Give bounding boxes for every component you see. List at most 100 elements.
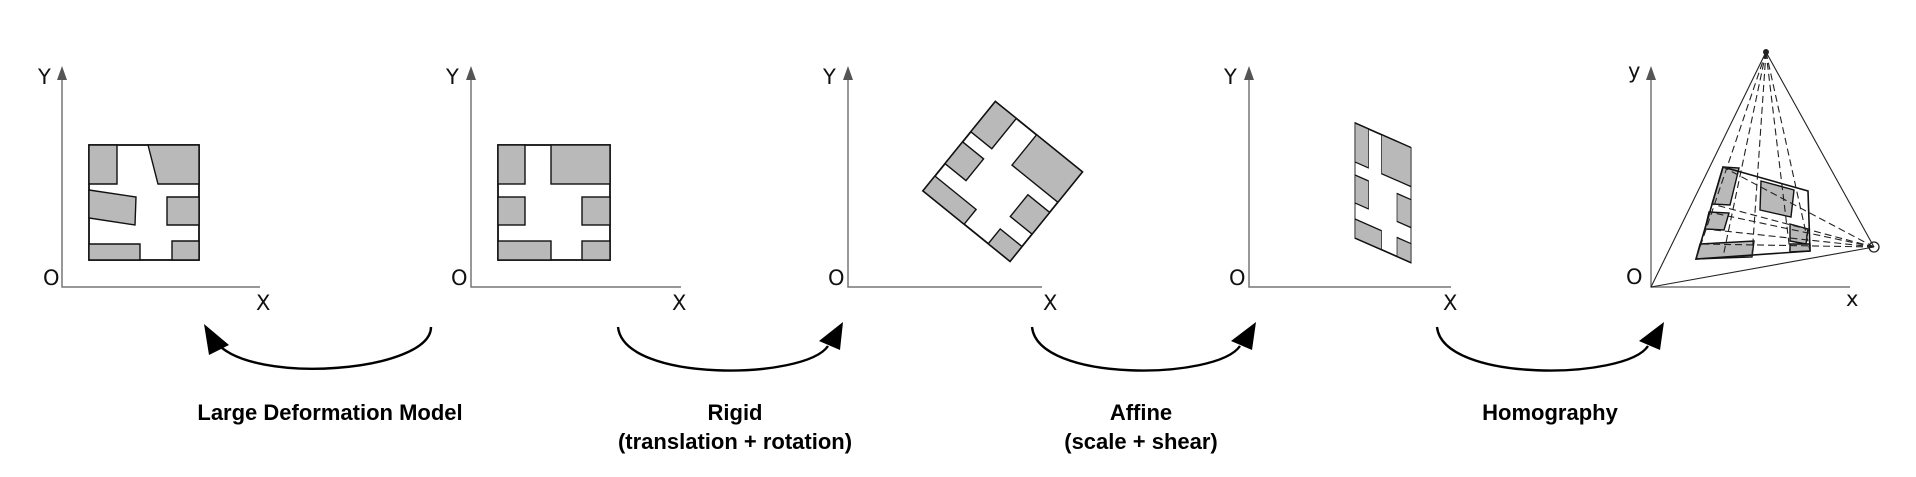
arrow-arc-4 [1435,326,1650,372]
block [147,144,200,185]
axis-lines [470,75,681,288]
block [1009,193,1051,236]
arrow-arc-3 [1030,326,1241,372]
perspective-grid [1650,49,1880,288]
origin-label: O [1626,265,1643,289]
block [921,175,978,226]
panel-homography: y x O [1626,49,1880,311]
y-arrowhead-icon [843,66,853,80]
block [1759,180,1795,218]
x-axis-label: X [1443,291,1457,315]
ray [1650,51,1767,288]
block [1011,133,1084,204]
block [497,240,552,261]
dashed-line [1722,51,1767,258]
block [1354,174,1369,210]
origin-label: O [451,266,468,290]
axes-5: y x O [1626,59,1858,311]
deformed-grid [88,144,200,261]
block [88,243,141,261]
y-axis-label: Y [822,65,836,89]
ray [1650,246,1875,288]
axis-lines [1248,75,1451,288]
caption-affine-detail: (scale + shear) [1064,429,1218,454]
caption-rigid-title: Rigid [707,400,763,425]
rotated-grid [921,100,1084,263]
y-axis-label: Y [1223,65,1237,89]
arrow-arc-2 [616,326,829,372]
axis-lines [847,75,1042,288]
caption-large-deformation: Large Deformation Model [150,398,510,427]
dashed-line [1699,243,1875,248]
y-arrowhead-icon [1646,66,1656,80]
block [550,144,611,185]
block [1396,236,1412,264]
x-axis-label: X [1043,291,1057,315]
dashed-line [1695,51,1767,260]
dashed-line [1708,211,1875,248]
block [1354,218,1382,251]
panel-large-deformation: Y X O [37,65,270,315]
reference-grid [497,144,611,261]
caption-affine-title: Affine [1109,400,1173,425]
block [944,140,985,182]
dashed-line [1711,203,1875,248]
origin-label: O [828,266,845,290]
x-axis-label: x [1846,287,1858,311]
origin-label: O [43,266,60,290]
y-axis-label: Y [445,65,459,89]
block [88,144,118,185]
block [497,144,526,185]
ray [1765,51,1875,248]
caption-rigid-detail: (translation + rotation) [617,429,853,454]
block [171,240,200,261]
arrowhead-icon [1639,322,1664,350]
arrowhead-icon [1231,322,1256,350]
caption-large-deformation-text: Large Deformation Model [197,400,463,425]
caption-rigid: Rigid (translation + rotation) [585,398,885,456]
axes-2: Y X O [445,65,686,315]
arrowhead-icon [819,322,843,350]
panel-rigid: Y X O [822,65,1084,315]
vanishing-point-icon [1868,241,1880,253]
caption-affine: Affine (scale + shear) [1011,398,1271,456]
affine-grid [1354,121,1412,264]
block [581,196,611,226]
axis-lines [61,75,260,288]
x-axis-label: X [672,291,686,315]
x-axis-label: X [256,291,270,315]
block [88,189,137,226]
panel-affine: Y X O [1223,65,1457,315]
block [1381,133,1412,188]
block [1396,192,1412,229]
y-arrowhead-icon [1244,66,1254,80]
dashed-line [1765,51,1791,253]
y-axis-label: y [1628,59,1640,83]
transition-arrows [204,322,1664,372]
dashed-line [1722,166,1875,248]
origin-label: O [1229,266,1246,290]
block [1354,122,1369,169]
block [969,100,1018,150]
axes-1: Y X O [37,65,270,315]
axes-3: Y X O [822,65,1057,315]
y-arrowhead-icon [57,66,67,80]
dashed-line [1765,51,1811,252]
dashed-line [1751,51,1767,257]
dashed-line [1704,228,1875,248]
block [581,240,611,261]
panel-reference: Y X O [445,65,686,315]
vanishing-point-icon [1763,49,1769,55]
y-axis-label: Y [37,65,51,89]
y-arrowhead-icon [466,66,476,80]
caption-homography-text: Homography [1482,400,1618,425]
axes-4: Y X O [1223,65,1457,315]
caption-homography: Homography [1420,398,1680,427]
arrow-arc-1 [215,326,433,370]
block [166,196,200,226]
arrowhead-icon [204,324,229,355]
block [987,227,1023,263]
block [497,196,526,226]
